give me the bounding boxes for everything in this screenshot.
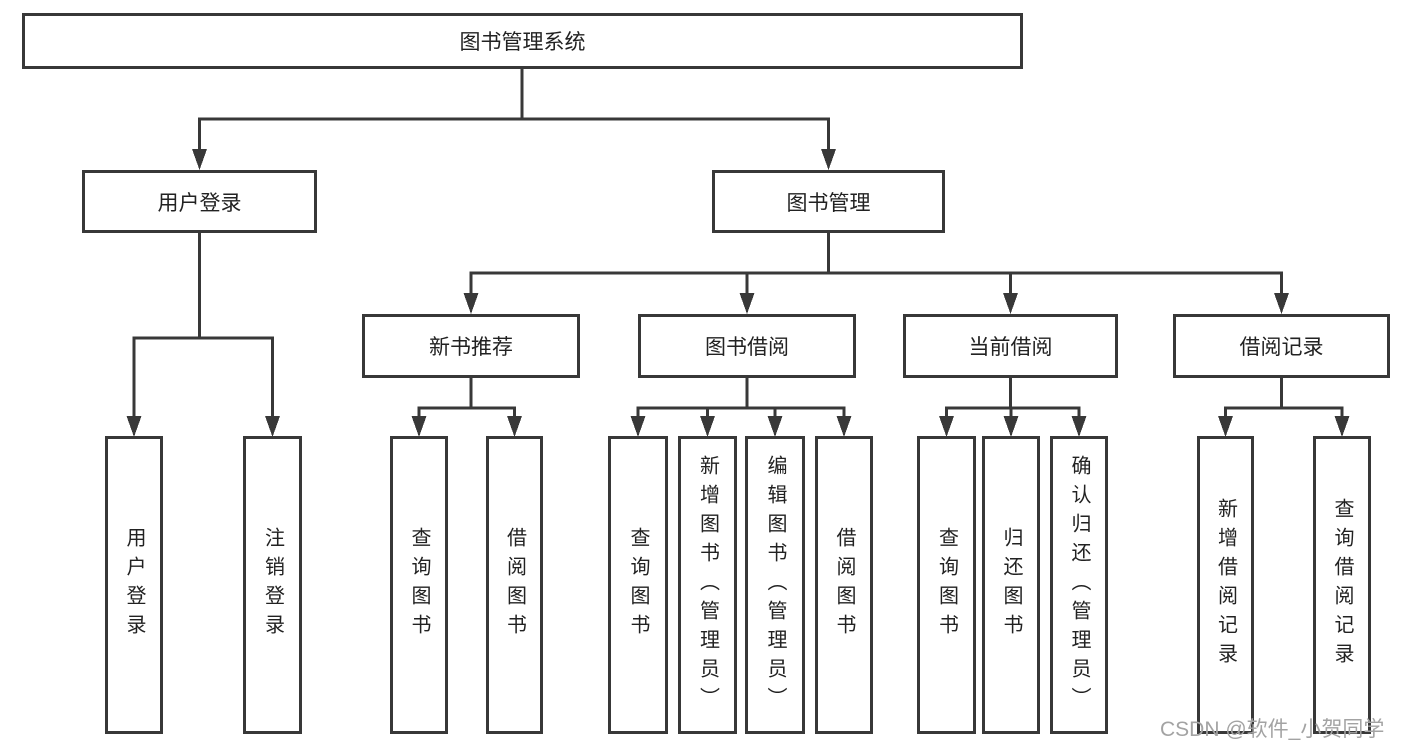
leaf-borrowing-borrow-books-label: 借阅图书 bbox=[833, 527, 855, 643]
leaf-edit-books-admin-label: 编辑图书（管理员） bbox=[764, 454, 786, 716]
node-borrowing-records-label: 借阅记录 bbox=[1239, 336, 1324, 359]
leaf-borrowing-borrow-books: 借阅图书 bbox=[815, 436, 873, 734]
node-book-borrowing-label: 图书借阅 bbox=[705, 336, 789, 359]
leaf-confirm-return-admin-label: 确认归还（管理员） bbox=[1068, 454, 1090, 716]
leaf-logout-label: 注销登录 bbox=[261, 527, 284, 643]
leaf-logout: 注销登录 bbox=[243, 436, 302, 734]
leaf-recommend-query-books: 查询图书 bbox=[390, 436, 448, 734]
node-borrowing-records: 借阅记录 bbox=[1173, 314, 1390, 378]
leaf-return-books: 归还图书 bbox=[982, 436, 1040, 734]
leaf-confirm-return-admin: 确认归还（管理员） bbox=[1050, 436, 1108, 734]
leaf-query-borrow-record: 查询借阅记录 bbox=[1313, 436, 1371, 734]
node-new-book-recommend-label: 新书推荐 bbox=[429, 336, 513, 359]
leaf-add-borrow-record-label: 新增借阅记录 bbox=[1214, 498, 1237, 672]
leaf-current-query-books-label: 查询图书 bbox=[935, 527, 958, 643]
leaf-recommend-query-books-label: 查询图书 bbox=[408, 527, 430, 643]
leaf-add-books-admin: 新增图书（管理员） bbox=[678, 436, 737, 734]
leaf-edit-books-admin: 编辑图书（管理员） bbox=[745, 436, 805, 734]
node-user-login: 用户登录 bbox=[82, 170, 317, 233]
leaf-current-query-books: 查询图书 bbox=[917, 436, 976, 734]
node-current-borrowing-label: 当前借阅 bbox=[968, 336, 1053, 359]
node-current-borrowing: 当前借阅 bbox=[903, 314, 1118, 378]
node-system-root-label: 图书管理系统 bbox=[459, 31, 586, 54]
leaf-add-borrow-record: 新增借阅记录 bbox=[1197, 436, 1254, 734]
leaf-recommend-borrow-books-label: 借阅图书 bbox=[503, 527, 526, 643]
node-user-login-label: 用户登录 bbox=[157, 191, 242, 215]
node-book-management-label: 图书管理 bbox=[786, 191, 871, 215]
leaf-user-login: 用户登录 bbox=[105, 436, 163, 734]
node-book-borrowing: 图书借阅 bbox=[638, 314, 856, 378]
leaf-add-books-admin-label: 新增图书（管理员） bbox=[696, 454, 719, 716]
leaf-user-login-label: 用户登录 bbox=[123, 527, 145, 643]
node-book-management: 图书管理 bbox=[712, 170, 945, 233]
csdn-watermark: CSDN @软件_小贺同学 bbox=[1160, 718, 1385, 741]
leaf-recommend-borrow-books: 借阅图书 bbox=[486, 436, 543, 734]
leaf-return-books-label: 归还图书 bbox=[1000, 527, 1022, 643]
leaf-borrowing-query-books: 查询图书 bbox=[608, 436, 668, 734]
leaf-query-borrow-record-label: 查询借阅记录 bbox=[1331, 498, 1353, 672]
node-new-book-recommend: 新书推荐 bbox=[362, 314, 580, 378]
leaf-borrowing-query-books-label: 查询图书 bbox=[627, 527, 649, 643]
node-system-root: 图书管理系统 bbox=[22, 13, 1023, 69]
